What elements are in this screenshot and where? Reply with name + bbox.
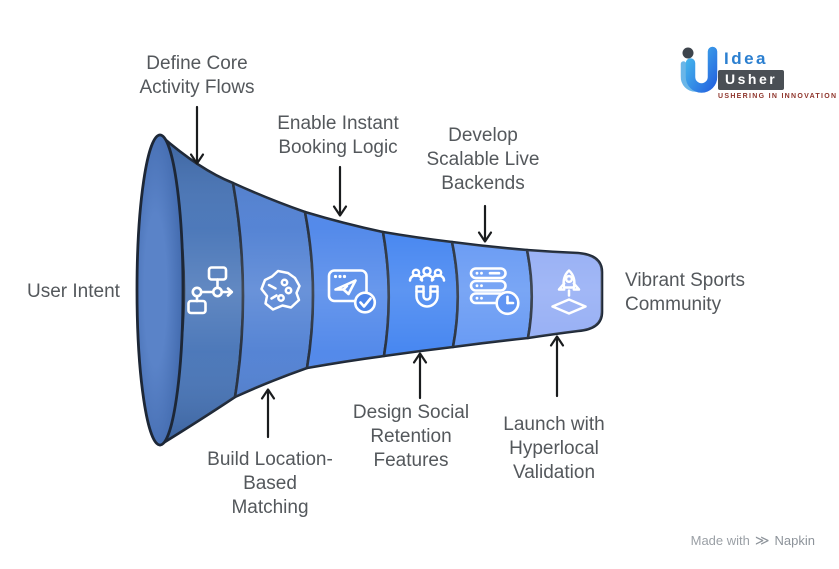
idea-usher-logo: Idea Usher USHERING IN INNOVATION [678, 44, 836, 106]
arrow-launch-validation [549, 335, 565, 398]
arrow-design-social [412, 352, 428, 400]
logo-tagline: USHERING IN INNOVATION [718, 93, 838, 100]
stage-label-enable-instant-booking-logic: Enable Instant Booking Logic [277, 113, 399, 158]
instant-booking-icon [327, 269, 377, 314]
made-with-napkin-credit: Made with ≫ Napkin [691, 533, 815, 548]
arrow-build-matching [260, 388, 276, 439]
idea-usher-logo-words: Idea Usher USHERING IN INNOVATION [718, 44, 837, 106]
credit-prefix: Made with [690, 533, 750, 548]
server-clock-icon [469, 267, 520, 316]
stage-label-build-location-based-matching: Build Location- Based Matching [207, 449, 333, 518]
rocket-launch-icon [551, 269, 587, 315]
credit-brand: Napkin [774, 533, 815, 548]
logo-word-usher: Usher [718, 70, 785, 90]
magnet-people-icon [408, 266, 446, 308]
logo-word-idea: Idea [724, 49, 769, 68]
input-label-user-intent: User Intent [27, 281, 120, 302]
flowchart-icon [187, 266, 234, 315]
pointer-arrows [189, 105, 565, 439]
stage-label-launch-with-hyperlocal-validation: Launch with Hyperlocal Validation [503, 414, 605, 483]
idea-usher-logo-mark-icon [680, 46, 718, 93]
output-label-vibrant-sports-community: Vibrant Sports Community [625, 270, 746, 315]
napkin-logo-icon: ≫ [754, 532, 770, 548]
stage-label-design-social-retention-features: Design Social Retention Features [352, 402, 470, 471]
arrow-enable-instant [332, 165, 348, 217]
stage-label-define-core-activity-flows: Define Core Activity Flows [139, 53, 255, 98]
arrow-define-core [189, 105, 205, 165]
funnel-mouth [135, 133, 185, 447]
stage-label-develop-scalable-live-backends: Develop Scalable Live Backends [426, 125, 540, 194]
arrow-develop-backends [477, 204, 493, 243]
ai-brain-icon [260, 269, 301, 311]
funnel-shading [160, 135, 602, 445]
